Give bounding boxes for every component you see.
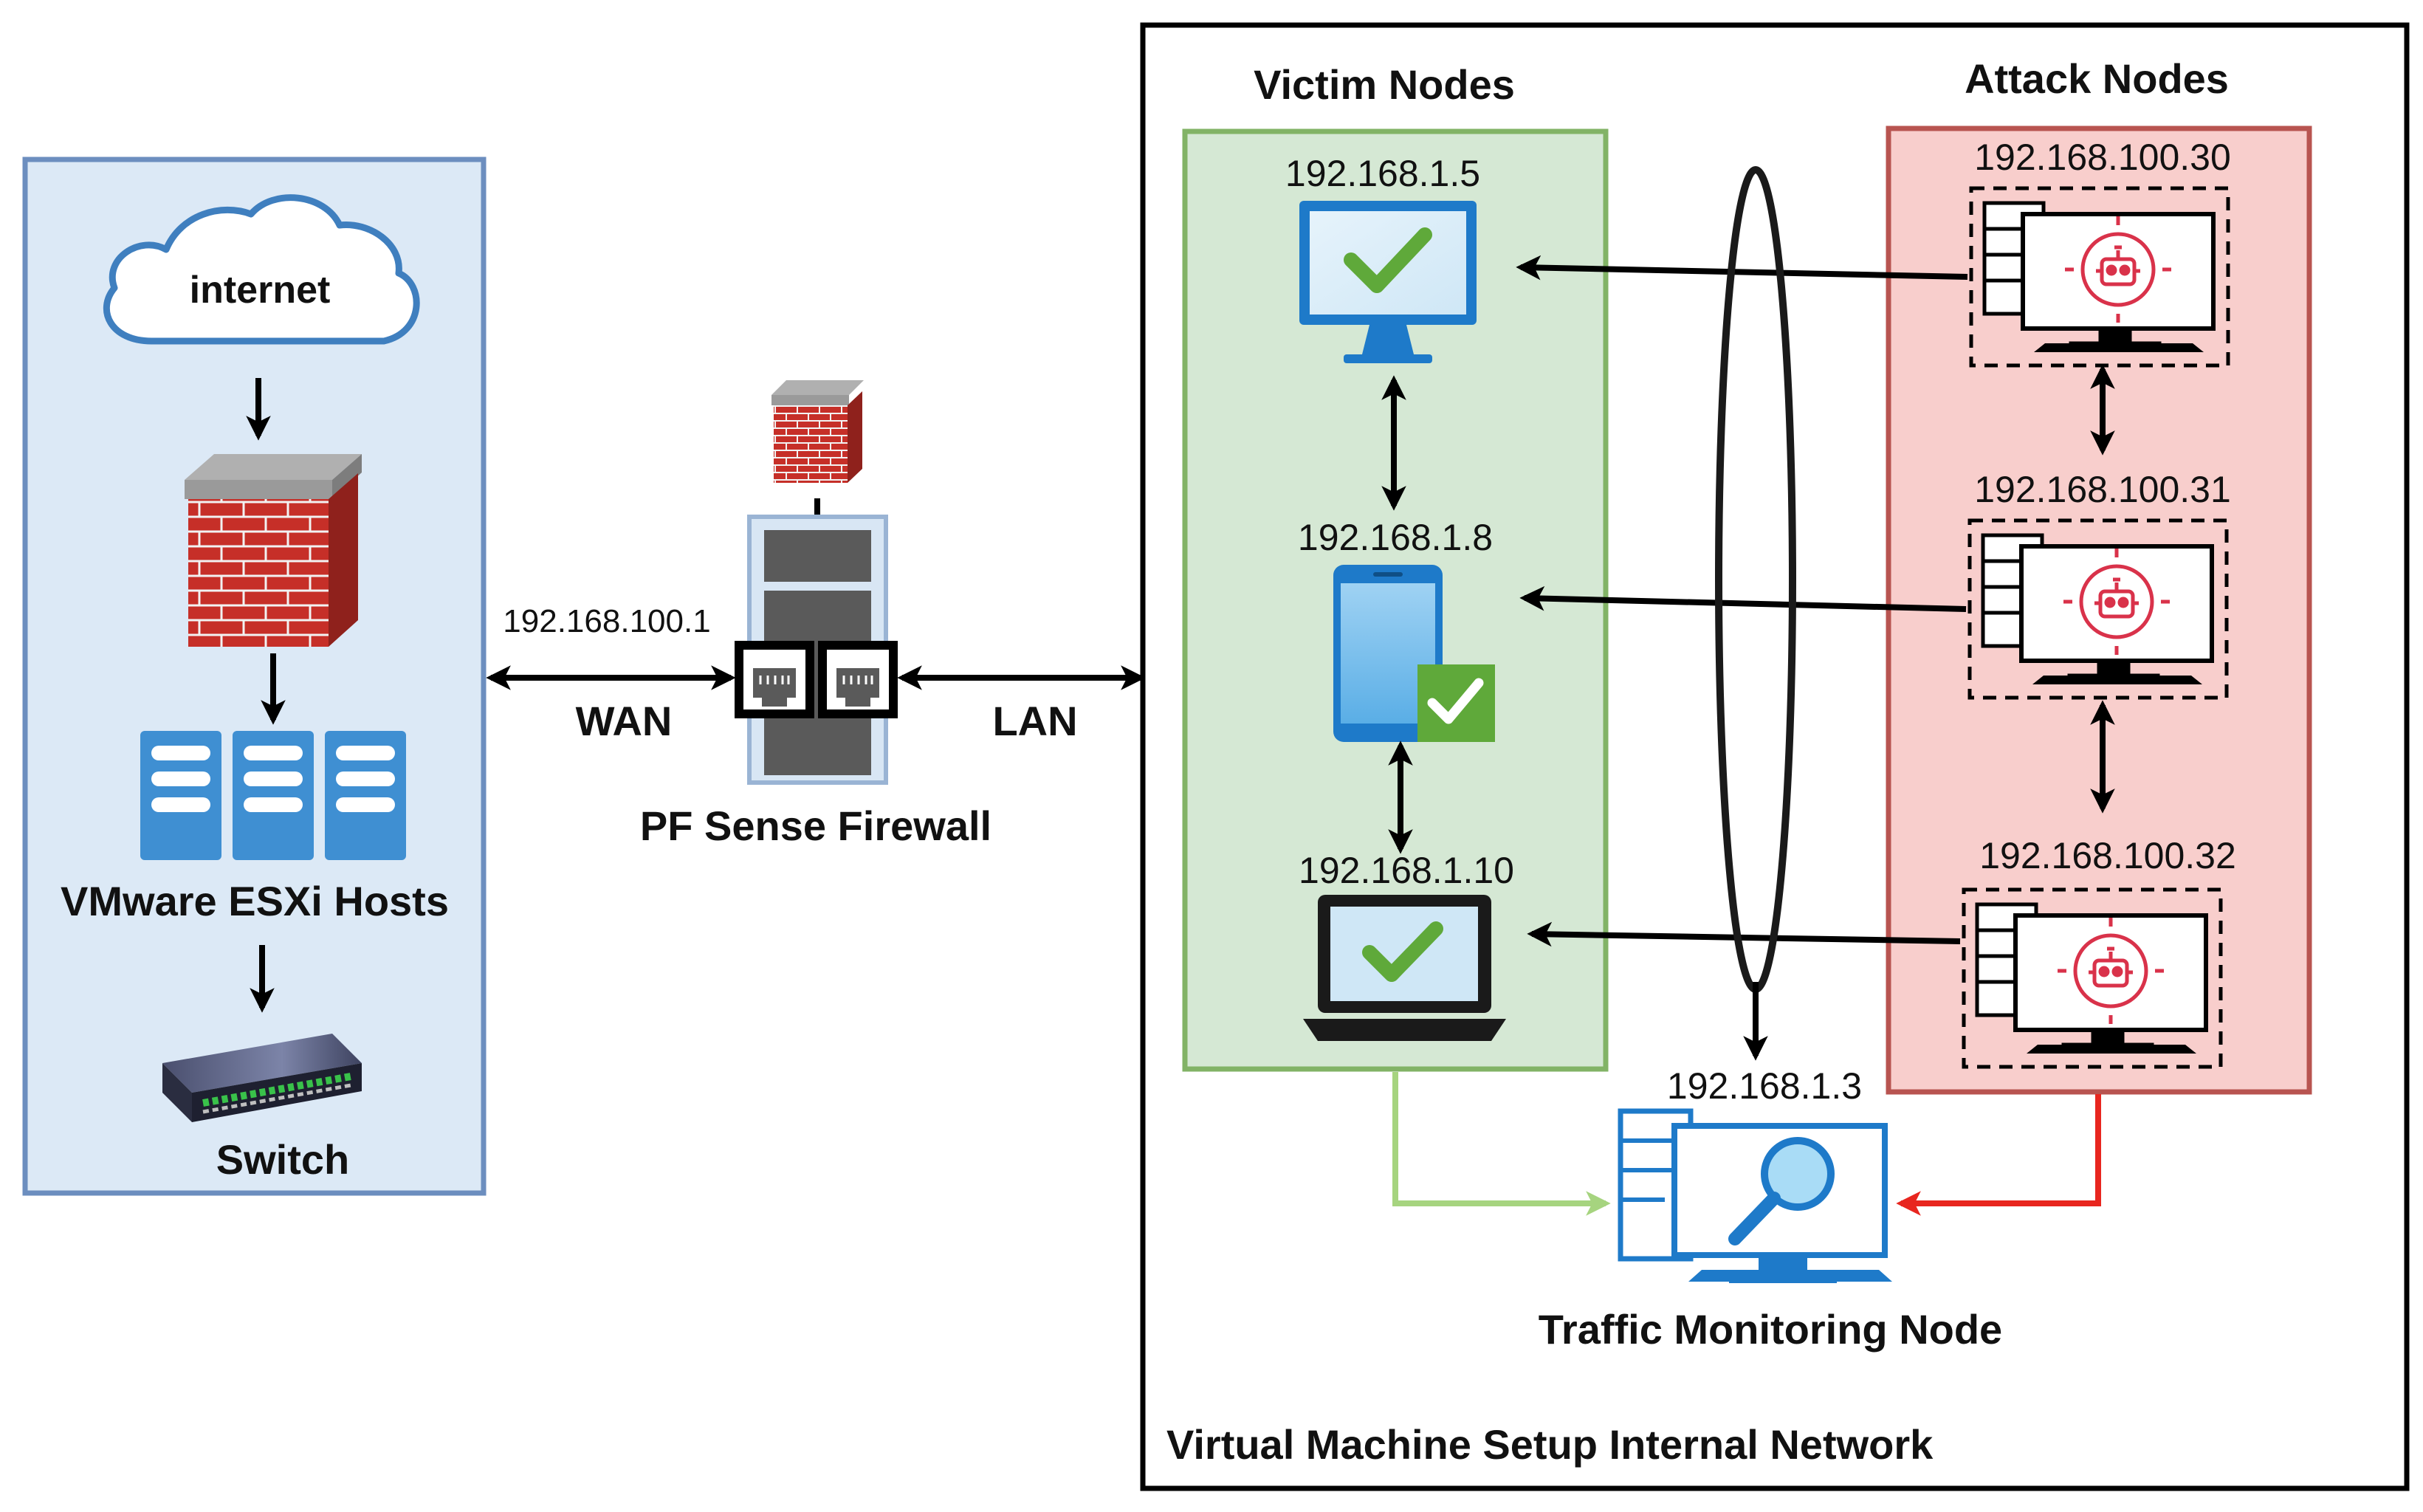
check-icon — [1344, 227, 1432, 293]
switch-label: Switch — [216, 1136, 349, 1183]
monitor-ip: 192.168.1.3 — [1667, 1065, 1862, 1107]
attack-arrow-3 — [1527, 921, 1961, 947]
lan-label: LAN — [992, 698, 1077, 744]
attacker-to-monitor-link — [1896, 1094, 2101, 1216]
laptop-icon — [1303, 895, 1506, 1041]
attack-arrow-2 — [1519, 585, 1967, 612]
internal-network-title: Virtual Machine Setup Internal Network — [1166, 1421, 1934, 1468]
tablet-icon — [1333, 565, 1495, 742]
victim-ip-2: 192.168.1.8 — [1298, 517, 1493, 558]
internet-label: internet — [190, 269, 331, 312]
attacker-ip-2: 192.168.100.31 — [1974, 469, 2231, 510]
check-icon — [1427, 678, 1484, 724]
victim-to-monitor-link — [1392, 1072, 1611, 1216]
network-switch-icon — [162, 1034, 362, 1122]
attacker-ip-3: 192.168.100.32 — [1979, 835, 2236, 876]
robot-icon — [2058, 918, 2164, 1024]
esxi-hosts-label: VMware ESXi Hosts — [61, 878, 449, 924]
victim-ip-3: 192.168.1.10 — [1299, 850, 1514, 891]
lan-port-icon — [818, 641, 898, 718]
robot-icon — [2065, 216, 2171, 323]
pfsense-firewall: 192.168.100.1 WAN LAN PF Sense Firewall — [486, 380, 1146, 849]
external-network-panel: internet — [22, 157, 487, 1196]
internal-network-panel: Virtual Machine Setup Internal Network V… — [1140, 22, 2410, 1491]
internet-cloud-icon — [103, 194, 420, 345]
attacker-ip-1: 192.168.100.30 — [1974, 137, 2231, 178]
esxi-hosts-icon — [140, 731, 406, 860]
wan-ip-label: 192.168.100.1 — [503, 603, 710, 639]
check-icon — [1362, 921, 1443, 982]
magnifier-icon — [1728, 1137, 1835, 1245]
wan-label: WAN — [576, 698, 673, 744]
robot-icon — [2063, 549, 2170, 655]
small-brick-firewall-icon — [771, 380, 864, 483]
desktop-monitor-icon — [1299, 201, 1477, 363]
monitor-label: Traffic Monitoring Node — [1539, 1306, 2002, 1353]
attacker-node-3: 192.168.100.32 — [1962, 835, 2236, 1069]
monitoring-computer-icon — [1618, 1108, 1892, 1283]
victim-ip-1: 192.168.1.5 — [1285, 153, 1480, 194]
firewall-name-label: PF Sense Firewall — [640, 803, 991, 849]
brick-firewall-icon — [185, 454, 362, 647]
attacker-node-2: 192.168.100.31 — [1967, 469, 2231, 700]
victim-group-title: Victim Nodes — [1254, 61, 1515, 108]
attack-arrow-1 — [1516, 255, 1968, 281]
wan-port-icon — [735, 641, 814, 718]
attack-group-title: Attack Nodes — [1965, 55, 2229, 102]
attacker-node-1: 192.168.100.30 — [1969, 137, 2231, 368]
